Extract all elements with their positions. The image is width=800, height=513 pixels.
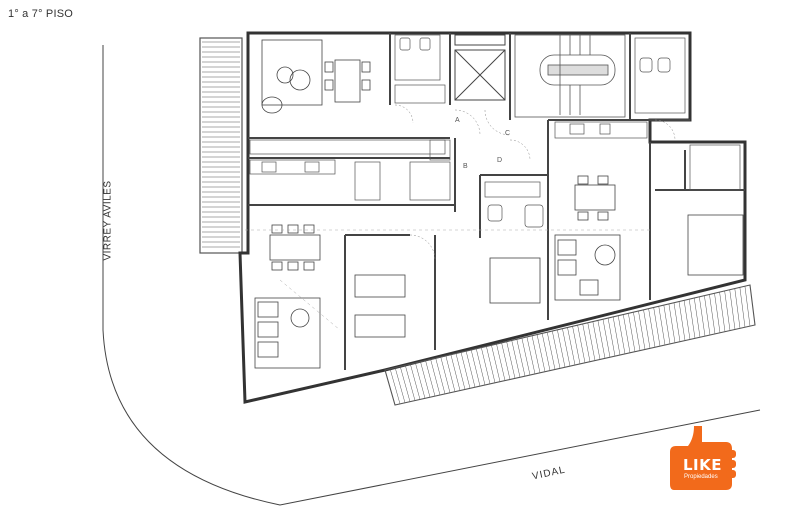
balcony-hatch-line bbox=[425, 360, 436, 397]
balcony-hatch-line bbox=[714, 293, 721, 333]
balcony-hatch-line bbox=[445, 355, 456, 392]
balcony-hatch-line bbox=[465, 351, 476, 388]
balcony-hatch-line bbox=[415, 362, 426, 399]
balcony-hatch-line bbox=[440, 356, 451, 393]
balcony-hatch-line bbox=[541, 333, 551, 371]
balcony-hatch-line bbox=[623, 314, 631, 353]
balcony-hatch-line bbox=[405, 365, 416, 401]
balcony-hatch-line bbox=[536, 334, 546, 372]
balcony-hatch-line bbox=[491, 345, 501, 382]
balcony-hatch-line bbox=[673, 302, 681, 342]
floor-label: 1° a 7° PISO bbox=[8, 8, 74, 20]
balcony-hatch-line bbox=[744, 286, 751, 327]
balcony-hatch-line bbox=[481, 347, 491, 384]
balcony-west bbox=[199, 37, 243, 254]
balcony-hatch-line bbox=[511, 340, 521, 378]
balcony-hatch-line bbox=[638, 310, 646, 350]
balcony-hatch-line bbox=[643, 309, 651, 349]
balcony-hatch-line bbox=[597, 320, 606, 359]
balcony-hatch-line bbox=[582, 323, 591, 362]
dining-tables bbox=[269, 59, 616, 271]
living-sofas bbox=[254, 39, 621, 369]
balcony-hatch-line bbox=[724, 290, 731, 331]
balcony-hatch-line bbox=[693, 297, 701, 338]
balcony-south bbox=[384, 284, 756, 406]
balcony-hatch-line bbox=[617, 315, 626, 354]
balcony-hatch-line bbox=[420, 361, 431, 398]
kitchen-counters bbox=[249, 121, 648, 175]
balcony-hatch-line bbox=[628, 313, 636, 352]
balcony-hatch-line bbox=[648, 308, 656, 348]
marker-d: D bbox=[497, 157, 502, 164]
balcony-hatch-line bbox=[683, 300, 691, 340]
balcony-hatch-line bbox=[394, 367, 406, 403]
balcony-hatch-line bbox=[668, 303, 676, 343]
balcony-hatch-line bbox=[384, 369, 396, 406]
balcony-hatch-line bbox=[496, 343, 506, 381]
balcony-hatch-line bbox=[587, 322, 596, 361]
balcony-hatch-line bbox=[526, 336, 536, 374]
balcony-hatch-line bbox=[663, 305, 671, 344]
beds bbox=[354, 214, 744, 338]
balcony-hatch-line bbox=[430, 359, 441, 396]
brand-logo-subtitle: Propiedades bbox=[684, 474, 718, 480]
balcony-hatch-line bbox=[688, 299, 696, 339]
bathroom-fixtures bbox=[354, 34, 741, 228]
balcony-hatch-line bbox=[476, 348, 486, 386]
balcony-hatch-line bbox=[633, 312, 641, 351]
balcony-hatch-line bbox=[577, 325, 586, 363]
balcony-hatch-line bbox=[734, 288, 741, 329]
balcony-hatch-line bbox=[719, 292, 726, 332]
balcony-hatch-line bbox=[602, 319, 611, 358]
door-swings bbox=[394, 104, 676, 261]
balcony-hatch-line bbox=[521, 338, 531, 376]
balcony-hatch-line bbox=[557, 329, 566, 368]
marker-b: B bbox=[463, 163, 468, 170]
balcony-hatch-line bbox=[531, 335, 541, 373]
marker-a: A bbox=[455, 117, 460, 124]
balcony-hatch-line bbox=[592, 321, 601, 360]
balcony-hatch-line bbox=[552, 330, 561, 369]
marker-c: C bbox=[505, 130, 510, 137]
balcony-hatch-line bbox=[607, 318, 616, 357]
interior-walls bbox=[248, 33, 745, 370]
balcony-hatch-line bbox=[435, 358, 446, 394]
balcony-hatch-line bbox=[729, 289, 736, 330]
balcony-hatch-line bbox=[562, 328, 571, 367]
stair-core bbox=[514, 34, 626, 118]
balcony-hatch-line bbox=[410, 364, 421, 400]
balcony-hatch-line bbox=[399, 366, 411, 402]
balcony-hatch-line bbox=[501, 342, 511, 380]
balcony-hatch-line bbox=[678, 301, 686, 341]
brand-logo-text: LIKE bbox=[683, 456, 723, 474]
balcony-hatch-line bbox=[546, 332, 556, 370]
balcony-hatch-line bbox=[567, 327, 576, 366]
balcony-hatch-line bbox=[612, 316, 621, 356]
balcony-hatch-line bbox=[653, 307, 661, 347]
balcony-hatch-line bbox=[704, 295, 711, 336]
balcony-hatch-line bbox=[470, 349, 481, 387]
balcony-hatch-line bbox=[572, 326, 581, 364]
balcony-hatch-line bbox=[658, 306, 666, 346]
balcony-hatch-line bbox=[389, 368, 401, 404]
balcony-hatch-line bbox=[709, 294, 716, 334]
balcony-hatch-line bbox=[460, 352, 471, 389]
circulation-lines bbox=[245, 229, 650, 331]
elevator-shafts bbox=[454, 34, 506, 101]
balcony-hatch-line bbox=[699, 296, 706, 337]
balcony-hatch-line bbox=[455, 353, 466, 390]
balcony-hatch-line bbox=[506, 341, 516, 379]
balcony-hatch-line bbox=[450, 354, 461, 391]
balcony-hatch-line bbox=[486, 346, 496, 383]
level-markers: A C B D bbox=[455, 117, 510, 170]
outer-walls bbox=[238, 31, 747, 404]
brand-logo-icon bbox=[670, 426, 736, 490]
street-curb-line bbox=[102, 45, 761, 506]
balcony-hatch-line bbox=[739, 287, 746, 328]
balcony-hatch-line bbox=[516, 339, 526, 377]
